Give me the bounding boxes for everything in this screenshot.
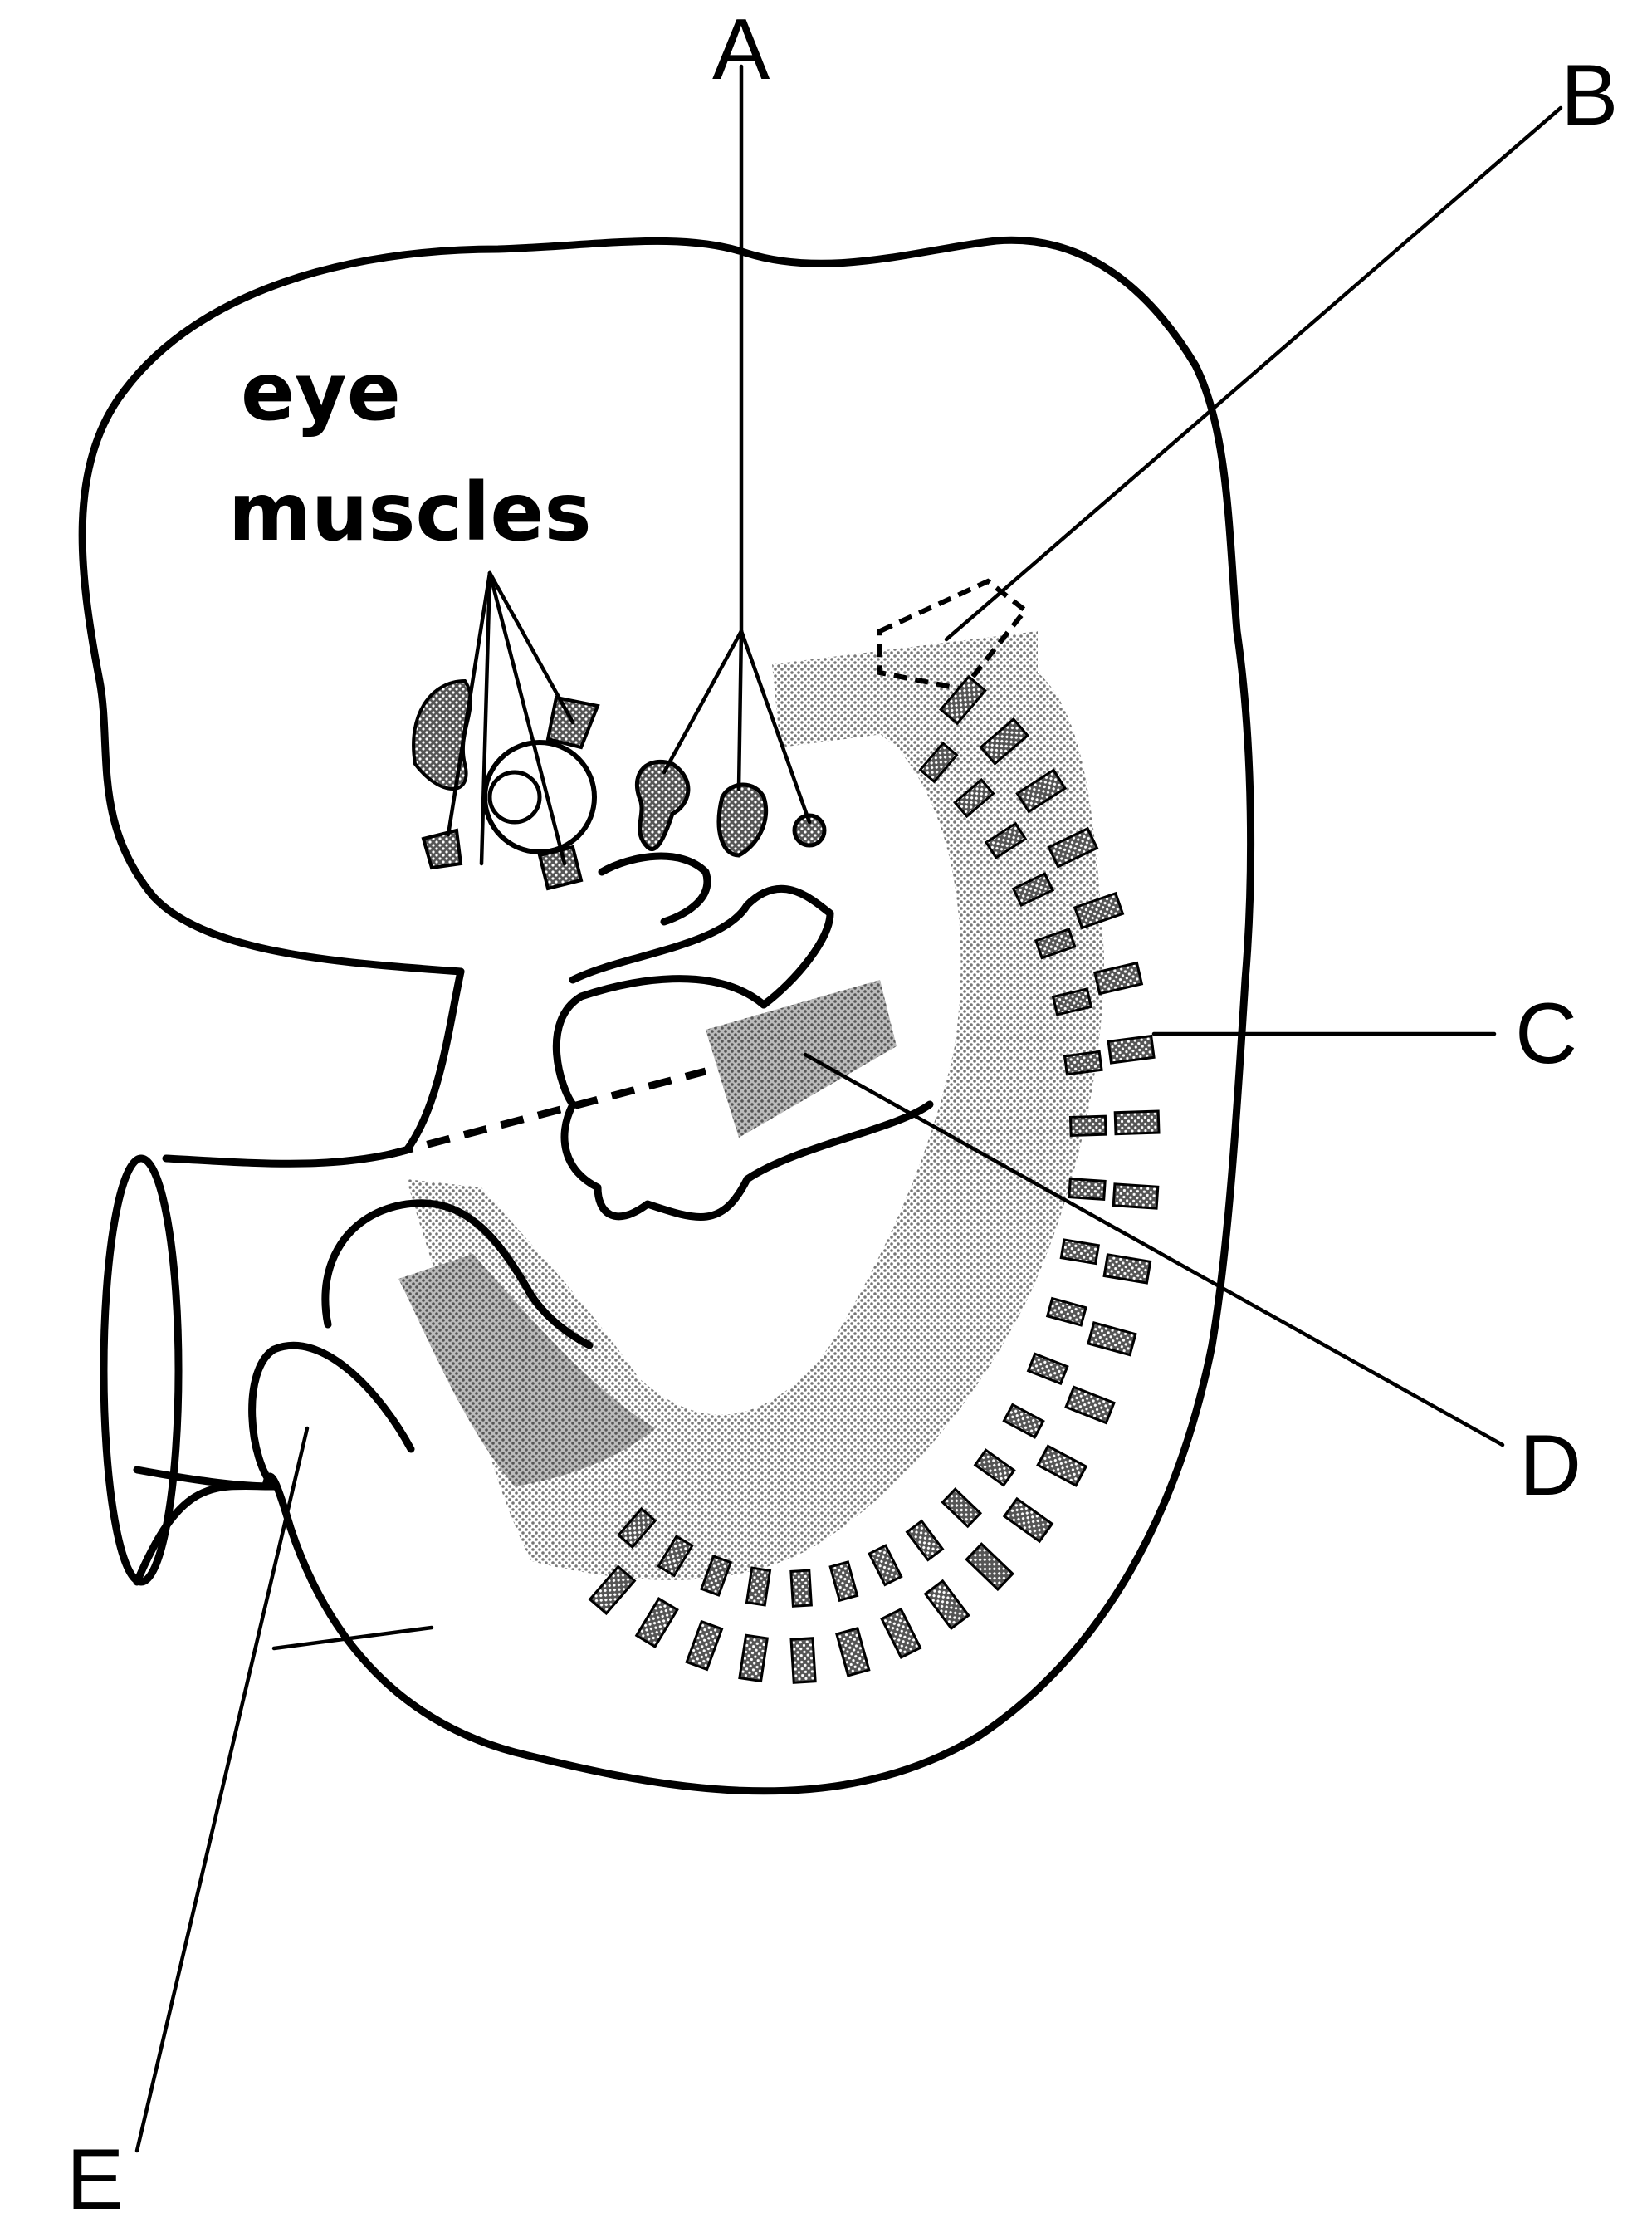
- somite-block: [868, 1544, 903, 1587]
- preotic-myotomes: [634, 759, 827, 858]
- preotic-myotome-1: [634, 759, 691, 851]
- somite-block: [617, 1506, 657, 1550]
- somite-block: [1047, 826, 1099, 869]
- leader-a-1: [662, 629, 744, 775]
- somite-block: [1068, 1114, 1107, 1138]
- central-stipple-field: [706, 980, 897, 1138]
- somite-block: [1051, 987, 1093, 1016]
- leader-e-branch: [271, 1625, 434, 1651]
- somite-block: [984, 821, 1028, 859]
- somite-chain: [588, 674, 1161, 1684]
- somite-block: [745, 1566, 772, 1607]
- neck-stipple-band: [772, 631, 1038, 747]
- label-a: A: [712, 2, 770, 98]
- somite-block: [1102, 1253, 1152, 1285]
- umbilical-tube-bottom-edge: [133, 1466, 278, 1491]
- somite-block: [1026, 1352, 1069, 1386]
- somite-block: [905, 1519, 945, 1562]
- somite-block: [1112, 1182, 1160, 1210]
- somite-block: [1059, 1238, 1101, 1266]
- somite-block: [1036, 1444, 1088, 1487]
- leader-a-3: [739, 629, 812, 825]
- label-e: E: [66, 2132, 124, 2218]
- preotic-myotome-2: [716, 782, 769, 858]
- leader-a-2: [736, 629, 744, 791]
- somite-block: [1107, 1034, 1156, 1065]
- somite-block: [1064, 1385, 1116, 1425]
- heart-bulge-outline: [552, 975, 934, 1221]
- eye-region: [412, 678, 600, 891]
- somite-block: [939, 674, 987, 726]
- somite-block: [700, 1554, 733, 1597]
- somite-block: [1113, 1109, 1161, 1136]
- label-b: B: [1561, 47, 1618, 144]
- tail-outline: [248, 1341, 415, 1491]
- neck-outline: [403, 967, 465, 1154]
- somite-block: [1011, 872, 1055, 908]
- umbilical-tube-opening: [100, 1154, 183, 1586]
- leader-b: [944, 105, 1563, 642]
- mandible-curve: [598, 852, 711, 926]
- somite-block: [1034, 928, 1077, 960]
- somite-block: [789, 1637, 817, 1684]
- occipital-somite-outline: [877, 578, 1029, 693]
- somite-block: [657, 1534, 694, 1578]
- embryo-outline: [78, 236, 1255, 1795]
- somite-block: [685, 1619, 724, 1672]
- leader-eye-4: [487, 570, 575, 725]
- somite-block: [1045, 1296, 1087, 1327]
- pharyngeal-region: [321, 852, 934, 1349]
- somite-block: [828, 1560, 859, 1603]
- leader-eye-2: [479, 570, 492, 866]
- leader-eye-3: [487, 570, 567, 866]
- somite-block: [923, 1579, 970, 1631]
- somite-block: [1002, 1403, 1045, 1439]
- somite-block: [880, 1607, 922, 1659]
- somite-block: [1063, 1050, 1103, 1076]
- leader-lines: [134, 64, 1563, 2153]
- somite-block: [918, 741, 959, 784]
- somite-block: [1093, 961, 1144, 996]
- leader-e: [134, 1426, 310, 2153]
- upper-jaw-outline: [569, 884, 834, 1009]
- mesoderm-fields: [398, 631, 1104, 1580]
- somite-block: [1073, 891, 1125, 930]
- somite-block: [1068, 1178, 1107, 1201]
- eye-muscles-caption-line2: muscles: [228, 466, 592, 559]
- somite-block: [941, 1487, 983, 1529]
- eye-muscles-caption-line1: eye: [241, 345, 401, 438]
- eye-muscle-upper-left: [412, 678, 473, 791]
- label-c: C: [1515, 986, 1577, 1082]
- head-and-back-outline: [78, 236, 1255, 1795]
- leader-d: [803, 1052, 1505, 1447]
- somite-block: [1002, 1496, 1054, 1544]
- somite-block: [1015, 768, 1068, 814]
- leader-eye-1: [446, 570, 492, 837]
- preotic-myotome-3: [792, 813, 827, 848]
- somite-block: [634, 1596, 679, 1649]
- somite-block: [1087, 1321, 1137, 1357]
- umbilical-tube-top: [162, 1146, 411, 1168]
- somite-block: [953, 777, 995, 819]
- somite-block: [738, 1633, 770, 1683]
- somite-block: [973, 1448, 1016, 1487]
- somite-block: [789, 1569, 813, 1608]
- somite-block: [979, 717, 1030, 766]
- lower-stipple-field: [398, 1254, 656, 1486]
- limb-bud-outline: [321, 1199, 594, 1349]
- label-d: D: [1519, 1417, 1581, 1514]
- eye-muscle-lower-left: [421, 828, 463, 870]
- somite-block: [965, 1542, 1014, 1592]
- somite-block: [835, 1627, 871, 1677]
- eye-lens: [487, 770, 542, 825]
- dashed-section-line: [389, 1067, 707, 1158]
- somite-block: [588, 1564, 637, 1616]
- upper-stipple-field: [407, 656, 1104, 1580]
